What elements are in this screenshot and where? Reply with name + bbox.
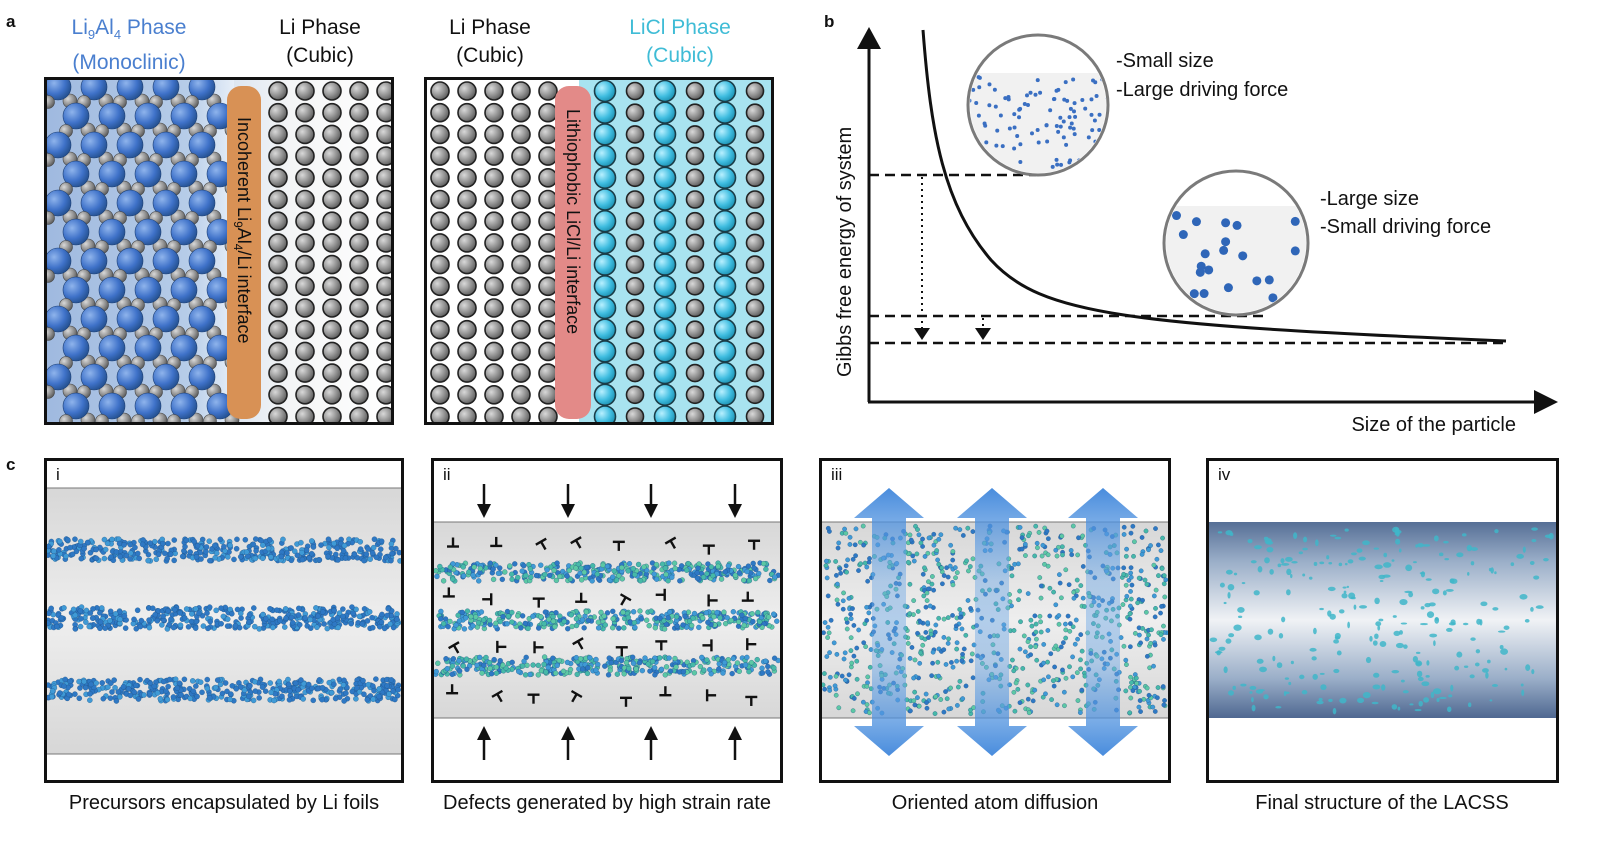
caption-i: Precursors encapsulated by Li foils	[68, 792, 380, 814]
li-phase-title-left: Li Phase (Cubic)	[279, 16, 361, 67]
incoherent-interface-label: Incoherent Li9Al4/Li interface	[231, 117, 254, 344]
x-axis-arrow-icon	[1534, 390, 1558, 414]
subpanel-iv-final-structure: iv	[1206, 458, 1559, 783]
licl-li-interface-schematic: Lithiophobic LiCl/Li interface	[424, 77, 774, 425]
y-axis-label: Gibbs free energy of system	[834, 127, 856, 377]
lithiophobic-interface-label: Lithiophobic LiCl/Li interface	[563, 109, 583, 334]
caption-iv: Final structure of the LACSS	[1255, 792, 1509, 814]
inset-large-line2: -Small driving force	[1320, 216, 1491, 238]
incoherent-interface-bar	[227, 86, 261, 419]
small-drop-arrow-icon	[975, 328, 991, 340]
panel-label-a: a	[6, 12, 16, 31]
large-particle-inset	[1162, 169, 1310, 317]
inset-small-line2: -Large driving force	[1116, 79, 1288, 101]
subpanel-iii-diffusion: iii	[819, 458, 1171, 783]
panel-label-c: c	[6, 455, 16, 474]
subpanel-i-precursors: i	[44, 458, 404, 783]
gibbs-energy-plot: Gibbs free energy of system Size of the …	[834, 27, 1558, 436]
li9al4-phase-title: Li9Al4 Phase (Monoclinic)	[71, 16, 187, 75]
energy-curve	[921, 29, 1507, 343]
subpanel-iv-label: iv	[1218, 465, 1231, 484]
y-axis-arrow-icon	[857, 27, 881, 49]
inset-small-line1: -Small size	[1116, 50, 1214, 72]
subpanel-ii-defects: ii	[431, 458, 783, 783]
li9al4-li-interface-schematic: Incoherent Li9Al4/Li interface	[44, 77, 394, 425]
x-axis-label: Size of the particle	[1351, 414, 1516, 436]
caption-iii: Oriented atom diffusion	[891, 792, 1099, 814]
small-particle-inset	[966, 33, 1110, 177]
subpanel-i-label: i	[56, 465, 60, 484]
large-drop-arrow-icon	[914, 328, 930, 340]
subpanel-ii-label: ii	[443, 465, 451, 484]
lithiophobic-interface-bar	[555, 86, 591, 419]
caption-ii: Defects generated by high strain rate	[443, 792, 771, 814]
panel-label-b: b	[824, 12, 835, 31]
subpanel-iii-label: iii	[831, 465, 842, 484]
inset-large-line1: -Large size	[1320, 188, 1419, 210]
licl-phase-title: LiCl Phase (Cubic)	[629, 16, 731, 67]
li-phase-title-right: Li Phase (Cubic)	[449, 16, 531, 67]
